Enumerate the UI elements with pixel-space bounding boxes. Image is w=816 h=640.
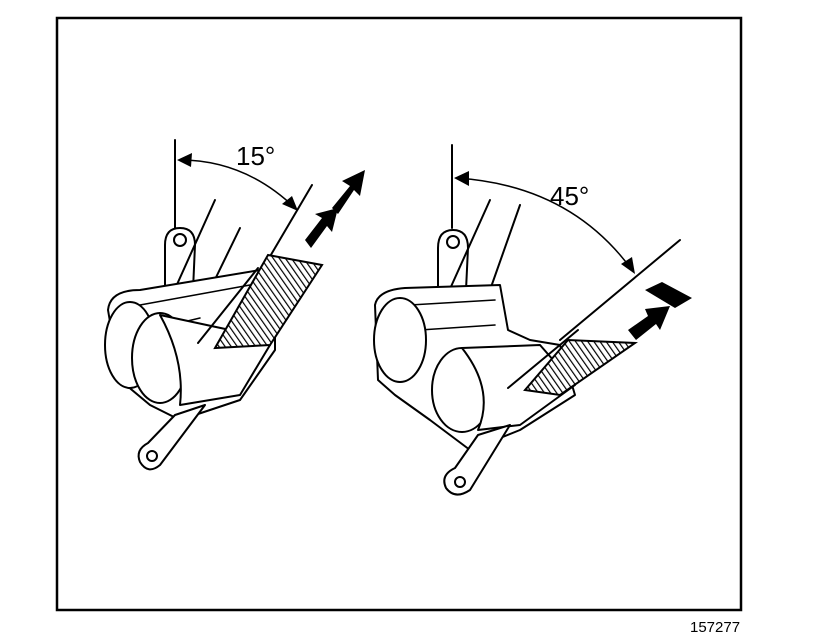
left-webbing-edge [197,267,259,344]
left-pull-arrow-lower [305,208,338,248]
right-lower-tab-hole [454,476,466,488]
left-lower-tab-hole [146,450,158,462]
left-angle-label: 15° [236,141,275,171]
right-angle-arc [455,177,633,271]
right-arc-arrowhead-start [454,171,469,186]
right-housing-inner [409,299,496,331]
figure-reference-number: 157277 [690,619,740,636]
right-retractor-view: 45° [373,144,692,496]
right-webbing-strand-a [444,199,491,301]
left-webbing-hatched [213,253,324,350]
right-arc-arrowhead-end [621,257,635,274]
left-angle-arc [179,159,296,209]
left-retractor-view: 15° [104,139,365,471]
right-belt-angle-line [559,239,681,341]
left-arc-arrowhead-end [282,196,298,211]
right-webbing-edge [507,329,579,389]
figure-frame [55,16,743,612]
right-pull-arrow [628,306,670,340]
left-bracket-hole [173,233,187,247]
right-webbing-strand-b [489,204,521,291]
left-pull-arrow-upper [332,170,365,214]
right-bracket-hole [446,235,460,249]
right-spool-drum-back [373,297,427,383]
right-webbing-hatched [523,338,639,397]
right-angle-label: 45° [550,181,589,211]
right-pull-arrow-tail-bar [645,282,692,308]
left-arc-arrowhead-start [177,153,192,167]
